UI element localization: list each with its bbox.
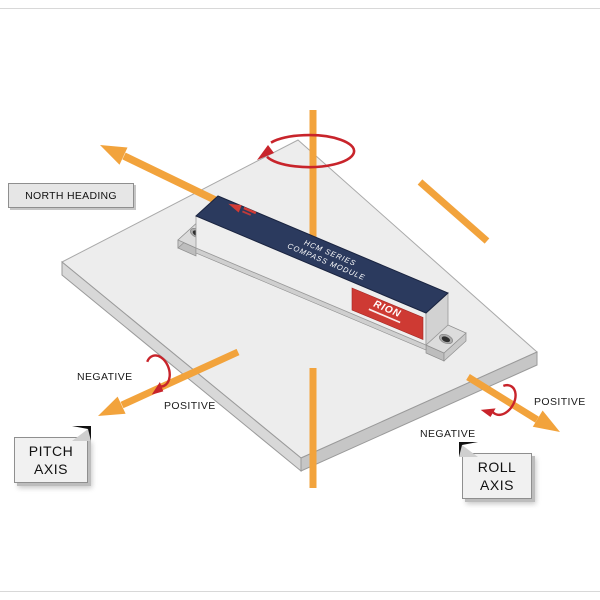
- roll-rotation-arrow: [480, 384, 517, 417]
- page-rule-bottom: [0, 591, 600, 592]
- pitch-rotation-arrow: [146, 354, 171, 395]
- compass-module: HCM SERIES COMPASS MODULE RION: [177, 195, 467, 362]
- roll-label-line1: ROLL: [477, 459, 517, 475]
- pitch-negative-label: NEGATIVE: [77, 371, 133, 383]
- page-rule-top: [0, 8, 600, 9]
- pitch-arrow-line: [120, 348, 240, 409]
- right-mounting-hole: [439, 333, 453, 345]
- roll-negative-label: NEGATIVE: [420, 428, 476, 440]
- north-arrow-head: [100, 145, 128, 165]
- roll-axis-label: ROLL AXIS: [459, 442, 532, 499]
- roll-axis-line-upper: [417, 179, 490, 244]
- compass-needle-logo: [228, 203, 257, 216]
- pitch-label-line1: PITCH: [28, 443, 74, 459]
- pitch-axis-label: PITCH AXIS: [14, 426, 91, 483]
- roll-label-line2: AXIS: [480, 477, 514, 493]
- north-heading-text: NORTH HEADING: [25, 189, 117, 202]
- roll-arrow-line: [466, 374, 539, 423]
- roll-positive-label: POSITIVE: [534, 396, 586, 408]
- brand-subtext-line: [368, 308, 401, 324]
- pitch-positive-label: POSITIVE: [164, 400, 216, 412]
- north-heading-label: NORTH HEADING: [8, 183, 134, 208]
- pitch-axis-arrow: [98, 348, 240, 416]
- yaw-rotation-arrow: [257, 133, 356, 169]
- roll-arrow-head: [532, 410, 560, 432]
- pitch-label-line2: AXIS: [34, 461, 68, 477]
- roll-label-pointer: [459, 442, 478, 457]
- module-top-face: [195, 195, 449, 314]
- pitch-label-pointer: [72, 426, 91, 441]
- roll-axis-arrow: [466, 374, 560, 432]
- pitch-arrow-head: [98, 396, 126, 416]
